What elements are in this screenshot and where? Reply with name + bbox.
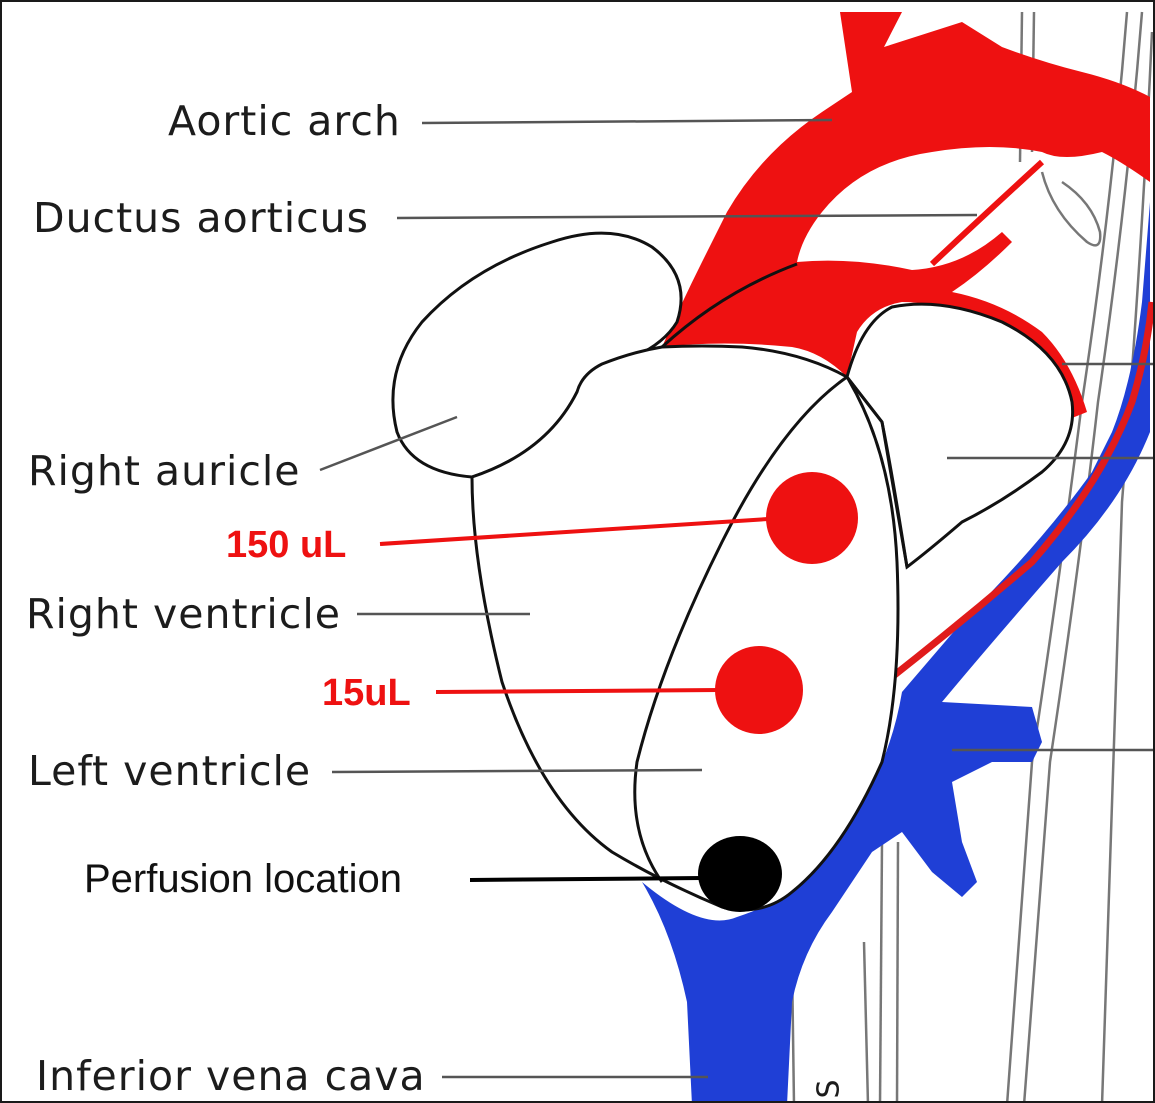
label-right-auricle: Right auricle	[28, 451, 301, 492]
injection-site-150	[766, 472, 858, 564]
label-right-ventricle: Right ventricle	[26, 594, 341, 635]
label-ductus-aorticus: Ductus aorticus	[33, 198, 369, 239]
label-aortic-arch: Aortic arch	[168, 101, 401, 142]
ductus-aorticus-leader	[397, 215, 977, 218]
label-left-ventricle: Left ventricle	[28, 751, 311, 792]
label-dose-150: 150 uL	[226, 526, 346, 564]
label-inferior-vena-cava: Inferior vena cava	[36, 1056, 426, 1097]
injection-15-leader	[436, 690, 720, 692]
label-edge-letter: S	[815, 1079, 845, 1098]
injection-site-15	[715, 646, 803, 734]
label-perfusion-location: Perfusion location	[84, 859, 402, 899]
label-dose-15: 15uL	[322, 674, 411, 712]
perfusion-marker	[698, 836, 782, 912]
perfusion-leader	[470, 878, 702, 880]
aortic-arch-leader	[422, 120, 832, 123]
